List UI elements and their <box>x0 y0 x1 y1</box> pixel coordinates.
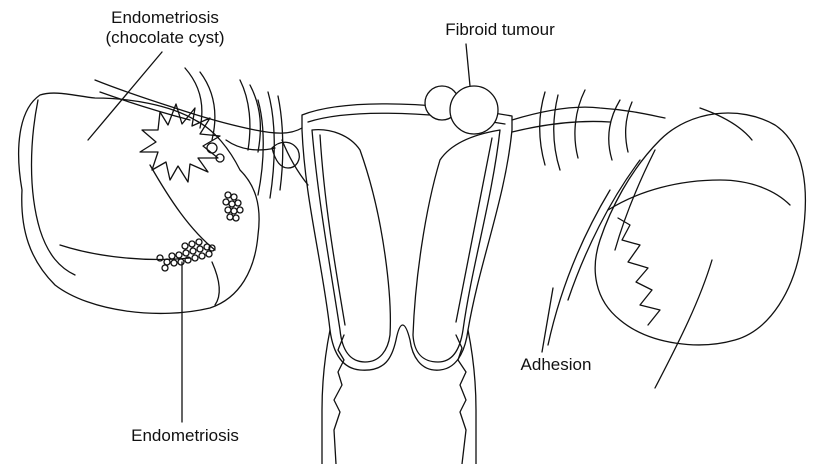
uterus-body <box>302 104 512 370</box>
endometriosis-spots-upper <box>223 192 243 221</box>
endometriosis-spots-lower <box>157 239 215 271</box>
right-tube <box>512 90 665 170</box>
right-ovary <box>548 108 805 388</box>
left-tube <box>95 68 308 198</box>
fibroid-tumour <box>425 44 498 134</box>
chocolate-cyst <box>140 104 224 182</box>
